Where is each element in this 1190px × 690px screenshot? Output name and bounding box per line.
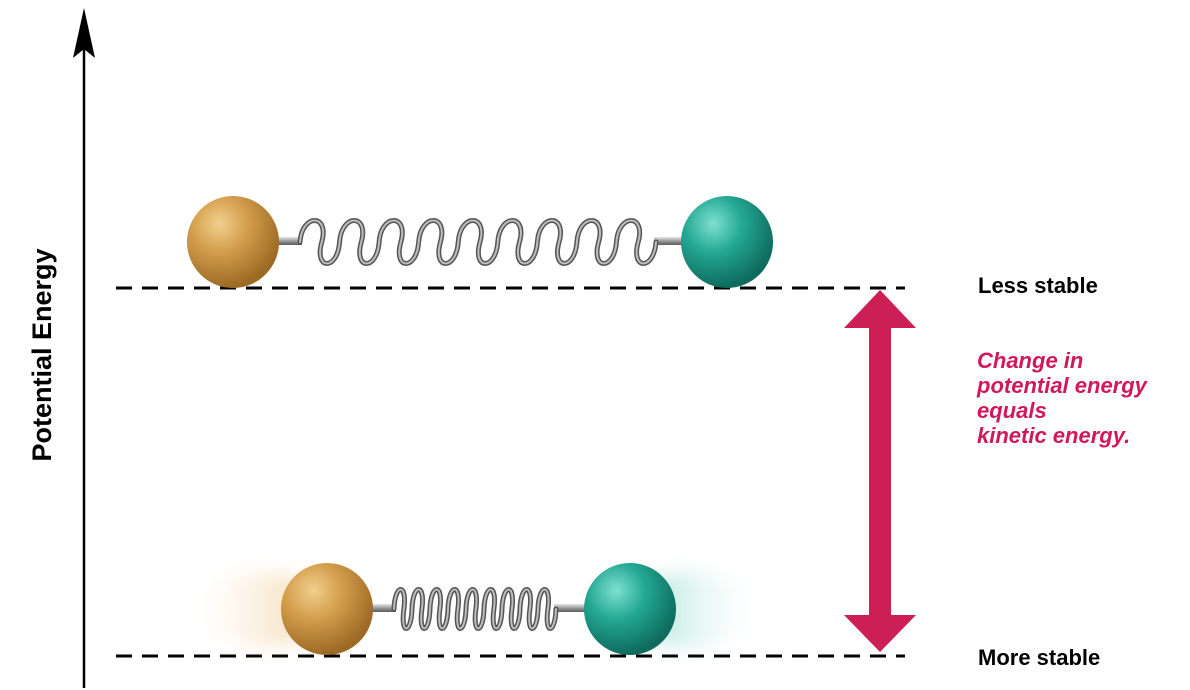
axis-title: Potential Energy	[27, 248, 57, 461]
annotation-line-1: Change in	[977, 348, 1084, 373]
compressed-spring-highlight	[393, 588, 557, 630]
upper-left-rod	[272, 237, 302, 245]
energy-change-annotation: Change in potential energy equals kineti…	[977, 348, 1147, 448]
upper-teal-atom	[681, 196, 773, 288]
annotation-line-4: kinetic energy.	[977, 423, 1131, 448]
lower-right-rod	[554, 604, 588, 612]
stretched-spring-highlight	[299, 219, 657, 265]
y-axis-arrowhead	[73, 8, 95, 58]
lower-left-rod	[364, 604, 396, 612]
lower-orange-atom	[281, 563, 373, 655]
less-stable-label: Less stable	[978, 273, 1098, 298]
annotation-line-3: equals	[977, 398, 1047, 423]
annotation-line-2: potential energy	[977, 373, 1147, 398]
upper-right-rod	[654, 237, 686, 245]
compressed-molecule	[200, 563, 752, 655]
stretched-molecule	[187, 196, 773, 288]
more-stable-label: More stable	[978, 645, 1101, 670]
lower-teal-atom	[584, 563, 676, 655]
upper-orange-atom	[187, 196, 279, 288]
energy-change-double-arrow	[844, 290, 916, 652]
